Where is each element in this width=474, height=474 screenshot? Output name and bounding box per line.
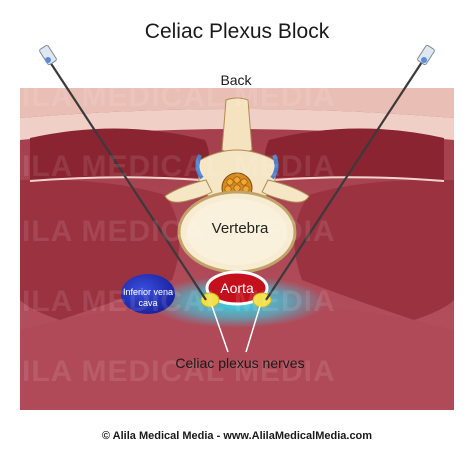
pointer-line-right bbox=[245, 305, 261, 353]
celiac-nerve-left bbox=[200, 292, 220, 308]
label-aorta: Aorta bbox=[220, 280, 254, 296]
pointer-line-left bbox=[211, 305, 229, 353]
psoas-muscle-right bbox=[294, 179, 454, 320]
needle-left bbox=[39, 44, 207, 301]
facet-joint-right bbox=[270, 154, 279, 180]
back-muscle-right bbox=[265, 128, 444, 180]
label-celiac-plexus-nerves: Celiac plexus nerves bbox=[175, 355, 305, 371]
label-vertebra: Vertebra bbox=[211, 220, 269, 237]
inferior-vena-cava bbox=[121, 274, 175, 314]
celiac-nerve-right bbox=[252, 292, 272, 308]
facet-joint-left bbox=[195, 154, 204, 180]
spinous-process bbox=[221, 97, 253, 155]
fascia-line-left bbox=[29, 176, 201, 182]
transverse-process-left bbox=[164, 179, 213, 203]
copyright-credit: © Alila Medical Media - www.AlilaMedical… bbox=[101, 430, 373, 442]
needle-right bbox=[265, 44, 435, 301]
fascia-line-right bbox=[273, 176, 445, 182]
aorta bbox=[205, 270, 269, 306]
transverse-process-right bbox=[261, 179, 310, 203]
caption-band bbox=[20, 410, 454, 450]
abdominal-cavity bbox=[20, 302, 454, 410]
label-back: Back bbox=[220, 72, 252, 88]
vertebral-body-inner bbox=[187, 199, 287, 265]
label-inferior-vena-cava: Inferior vena cava bbox=[122, 287, 174, 308]
back-muscle-left bbox=[30, 128, 209, 180]
diagram-title: Celiac Plexus Block bbox=[144, 20, 330, 43]
